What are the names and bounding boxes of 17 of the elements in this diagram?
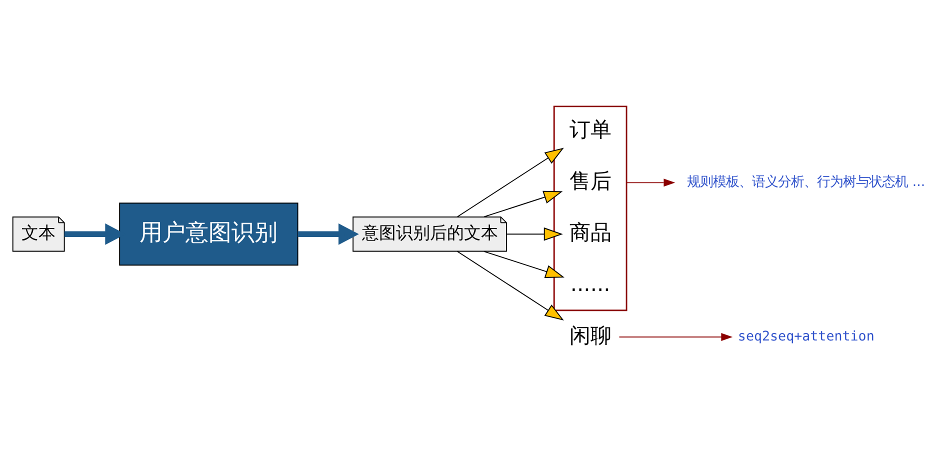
node-box: 用户意图识别 [119, 202, 298, 266]
node-text: ...... [570, 272, 610, 296]
cluster [553, 106, 628, 312]
arrow [298, 223, 359, 245]
arrow [484, 190, 563, 218]
node-text: 商品 [569, 220, 612, 244]
arrow [626, 178, 676, 187]
arrow [456, 250, 564, 321]
node-text: 闲聊 [569, 323, 612, 348]
node-text: seq2seq+attention [738, 330, 874, 345]
node-text: 规则模板、语义分析、行为树与状态机 ... [687, 175, 926, 190]
arrow [618, 333, 733, 342]
node-text: 订单 [569, 118, 612, 142]
arrow [456, 148, 564, 218]
arrow [484, 250, 565, 278]
node-text: 售后 [569, 169, 612, 194]
arrow [506, 227, 563, 241]
